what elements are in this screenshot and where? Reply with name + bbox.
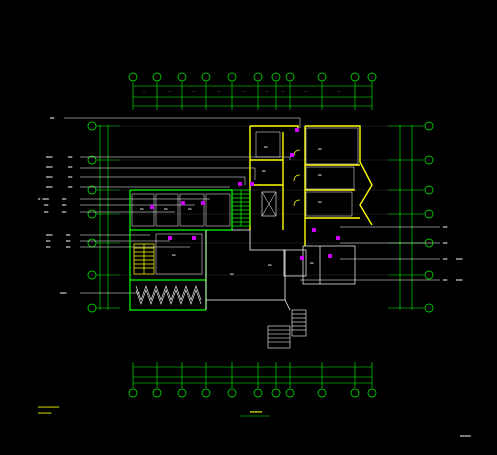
svg-text:▬▬▬: ▬▬▬	[456, 257, 463, 261]
svg-text:▬▬▬: ▬▬▬	[46, 155, 53, 159]
svg-text:▬▬: ▬▬	[62, 197, 67, 201]
svg-text:··: ··	[217, 89, 221, 93]
structural-columns	[150, 128, 340, 260]
elevator-shaft	[261, 191, 277, 217]
svg-text:▬▬▬: ▬▬▬	[46, 175, 53, 179]
general-note-line-2: ▬▬▬▬▬▬▬	[38, 411, 52, 415]
axis-bubble	[152, 72, 162, 82]
svg-text:▬▬: ▬▬	[46, 245, 51, 249]
svg-text:▬▬: ▬▬	[264, 145, 268, 149]
axis-bubble	[128, 72, 138, 82]
wall-right-wing	[249, 125, 373, 246]
axis-bubble	[227, 72, 237, 82]
right-annotations: ▬▬ ▬▬ ▬▬▬▬▬ ▬▬▬▬▬	[443, 225, 463, 282]
svg-text:▬▬: ▬▬	[443, 257, 448, 261]
svg-text:▬▬: ▬▬	[68, 175, 73, 179]
main-stair	[231, 189, 251, 227]
svg-text:▬▬▬: ▬▬▬	[46, 165, 53, 169]
svg-text:··: ··	[304, 89, 308, 93]
sheet-note: ▬▬▬▬▬	[460, 434, 472, 438]
room-labels: ▬▬ ▬▬ ▬▬ ▬▬ ▬▬ ▬▬ ▬▬ ▬▬ ▬▬ ▬▬ ▬▬ ▬▬	[140, 145, 322, 276]
zigzag-seating	[135, 285, 202, 305]
svg-text:··: ··	[337, 89, 341, 93]
drawing-title-block: ▬▬▬▬▬ ▬▬▬▬▬ ▬▬▬▬▬▬▬▬▬▬▬ ▬▬▬▬▬▬▬	[38, 405, 472, 438]
svg-text:▬▬: ▬▬	[268, 263, 272, 267]
svg-text:▬▬: ▬▬	[310, 261, 314, 265]
svg-text:▬▬: ▬▬	[262, 169, 266, 173]
svg-text:▬▬: ▬▬	[68, 165, 73, 169]
svg-text:··: ··	[265, 89, 269, 93]
svg-text:▬▬: ▬▬	[230, 272, 234, 276]
axis-bubble	[253, 72, 263, 82]
svg-text:▬▬: ▬▬	[66, 245, 71, 249]
axis-bubble	[201, 72, 211, 82]
svg-text:▬▬▬: ▬▬▬	[60, 291, 67, 295]
svg-text:▬▬: ▬▬	[164, 207, 168, 211]
leader-lines	[64, 117, 440, 294]
left-annotations: ▬▬ ▬▬▬▬▬ ▬▬▬▬▬ ▬▬▬▬▬ ▬▬▬▬▬ ▬ ▬▬▬▬▬ ▬▬▬▬ …	[38, 116, 73, 295]
svg-text:▬▬: ▬▬	[50, 116, 55, 120]
svg-text:▬▬▬: ▬▬▬	[456, 278, 463, 282]
general-note-line-1: ▬▬▬▬▬▬▬▬▬▬▬	[38, 405, 59, 409]
svg-text:▬▬: ▬▬	[44, 210, 49, 214]
drawing-title: ▬▬▬▬▬	[250, 409, 263, 414]
left-axis-system	[87, 121, 120, 313]
left-wing-rooms	[131, 193, 231, 275]
right-axis-system	[388, 121, 434, 313]
axis-bubble	[285, 72, 295, 82]
svg-text:▬▬: ▬▬	[318, 200, 322, 204]
svg-text:▬▬▬: ▬▬▬	[46, 185, 53, 189]
entrance-stair	[267, 309, 307, 349]
svg-text:··: ··	[281, 89, 285, 93]
svg-text:▬▬: ▬▬	[62, 203, 67, 207]
right-wing-doors	[293, 149, 301, 207]
svg-text:··: ··	[143, 89, 147, 93]
left-stair	[133, 243, 155, 275]
svg-text:▬▬: ▬▬	[46, 239, 51, 243]
svg-text:▬▬: ▬▬	[68, 185, 73, 189]
svg-text:▬▬: ▬▬	[443, 241, 448, 245]
top-axis-system: ·· ·· ·· ·· ·· ·· ·· ·· ··	[128, 72, 377, 110]
svg-text:··: ··	[243, 89, 247, 93]
svg-text:▬▬: ▬▬	[44, 203, 49, 207]
svg-text:▬▬: ▬▬	[140, 207, 144, 211]
svg-text:▬▬: ▬▬	[68, 155, 73, 159]
axis-bubble	[350, 72, 360, 82]
svg-text:▬▬: ▬▬	[66, 233, 71, 237]
svg-text:▬▬: ▬▬	[318, 173, 322, 177]
svg-text:▬▬: ▬▬	[66, 239, 71, 243]
svg-text:▬▬: ▬▬	[443, 225, 448, 229]
axis-bubble	[271, 72, 281, 82]
svg-text:▬▬: ▬▬	[443, 278, 448, 282]
svg-text:··: ··	[168, 89, 172, 93]
bottom-axis-system	[128, 362, 377, 398]
right-wing-rooms	[255, 127, 359, 217]
svg-text:▬▬: ▬▬	[62, 210, 67, 214]
svg-text:▬▬▬: ▬▬▬	[46, 233, 53, 237]
central-hall	[205, 229, 291, 311]
svg-text:▬▬: ▬▬	[318, 147, 322, 151]
svg-text:▬▬: ▬▬	[172, 253, 176, 257]
svg-text:▬ ▬▬▬: ▬ ▬▬▬	[38, 197, 50, 201]
svg-text:▬▬: ▬▬	[188, 207, 192, 211]
lower-right-block	[283, 245, 356, 285]
axis-bubble	[367, 72, 377, 82]
axis-bubble	[317, 72, 327, 82]
svg-text:··: ··	[192, 89, 196, 93]
axis-bubble	[177, 72, 187, 82]
